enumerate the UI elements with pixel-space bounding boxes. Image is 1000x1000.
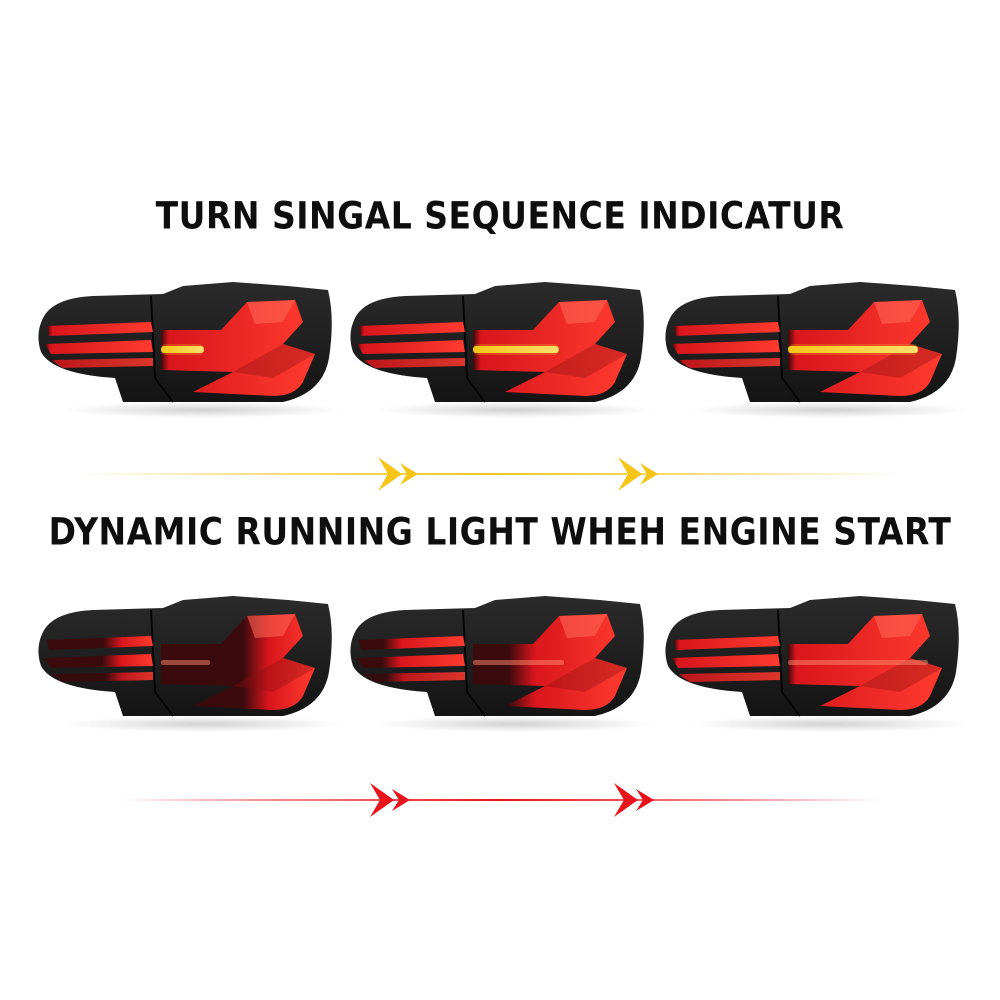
running-light-heading: DYNAMIC RUNNING LIGHT WHEH ENGINE START bbox=[48, 509, 952, 554]
tail-light-start-step-3 bbox=[665, 596, 970, 732]
red-arrow-divider bbox=[120, 783, 880, 817]
turn-signal-heading: TURN SINGAL SEQUENCE INDICATUR bbox=[155, 193, 845, 238]
chevron-right-icon bbox=[618, 457, 658, 491]
tail-light-turn-step-1 bbox=[38, 282, 343, 418]
amber-arrow-divider bbox=[80, 457, 900, 491]
chevron-right-icon bbox=[370, 783, 410, 817]
chevron-right-icon bbox=[614, 783, 654, 817]
tail-light-turn-step-2 bbox=[350, 282, 655, 418]
tail-light-turn-step-3 bbox=[665, 282, 970, 418]
tail-light-start-step-1 bbox=[38, 596, 343, 732]
tail-light-start-step-2 bbox=[350, 596, 655, 732]
chevron-right-icon bbox=[378, 457, 418, 491]
